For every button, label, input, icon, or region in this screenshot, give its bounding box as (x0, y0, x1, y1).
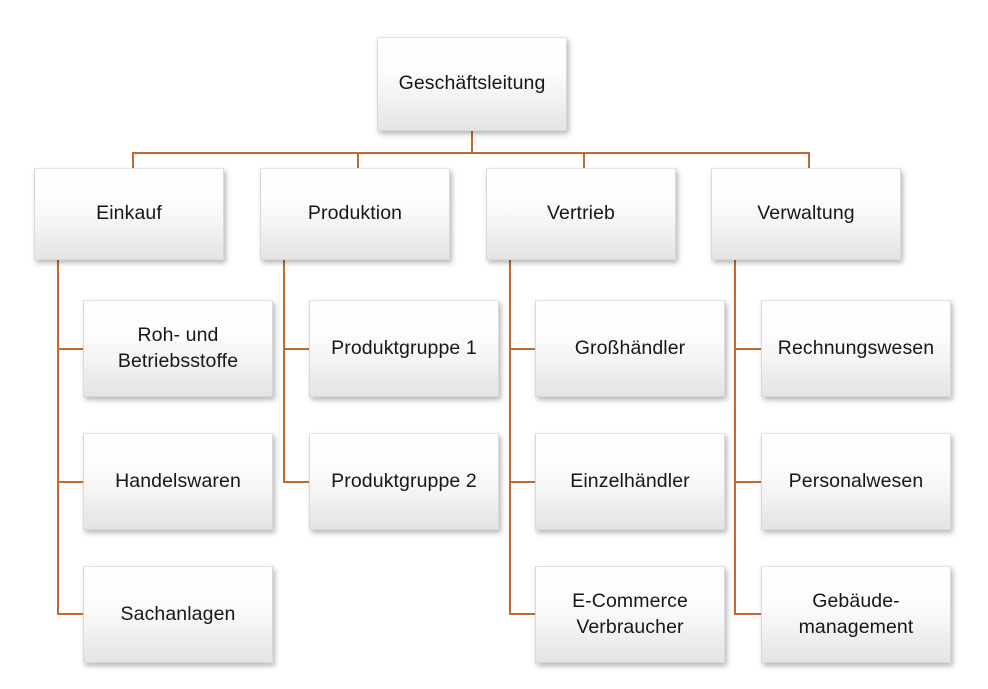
node-produktgruppe-2[interactable]: Produktgruppe 2 (309, 433, 499, 530)
connector-stub-verwaltung-2 (734, 481, 761, 483)
node-grosshaendler[interactable]: Großhändler (535, 300, 725, 397)
node-verwaltung[interactable]: Verwaltung (711, 168, 901, 260)
node-geschaeftsleitung[interactable]: Geschäftsleitung (377, 37, 567, 131)
connector-stub-verwaltung-3 (734, 613, 761, 615)
node-handelswaren[interactable]: Handelswaren (83, 433, 273, 530)
node-produktgruppe-1[interactable]: Produktgruppe 1 (309, 300, 499, 397)
connector-stub-verwaltung-1 (734, 348, 761, 350)
node-personalwesen[interactable]: Personalwesen (761, 433, 951, 530)
connector-stub-einkauf-1 (57, 348, 84, 350)
connector-drop-produktion (357, 152, 359, 169)
node-einkauf[interactable]: Einkauf (34, 168, 224, 260)
connector-root-stem (471, 131, 473, 153)
connector-trunk-produktion (283, 260, 285, 482)
connector-level2-bus (132, 152, 810, 154)
connector-drop-verwaltung (808, 152, 810, 169)
connector-stub-einkauf-3 (57, 613, 84, 615)
node-produktion[interactable]: Produktion (260, 168, 450, 260)
connector-trunk-vertrieb (509, 260, 511, 614)
connector-drop-einkauf (132, 152, 134, 169)
node-ecommerce-verbraucher[interactable]: E-Commerce Verbraucher (535, 566, 725, 663)
connector-drop-vertrieb (583, 152, 585, 169)
connector-trunk-einkauf (57, 260, 59, 614)
node-vertrieb[interactable]: Vertrieb (486, 168, 676, 260)
node-rechnungswesen[interactable]: Rechnungswesen (761, 300, 951, 397)
node-sachanlagen[interactable]: Sachanlagen (83, 566, 273, 663)
connector-stub-einkauf-2 (57, 481, 84, 483)
connector-trunk-verwaltung (734, 260, 736, 614)
connector-stub-vertrieb-3 (509, 613, 536, 615)
connector-stub-produktion-1 (283, 348, 310, 350)
connector-stub-vertrieb-2 (509, 481, 536, 483)
node-gebaeudemanagement[interactable]: Gebäude- management (761, 566, 951, 663)
connector-stub-produktion-2 (283, 481, 310, 483)
connector-stub-vertrieb-1 (509, 348, 536, 350)
node-einzelhaendler[interactable]: Einzelhändler (535, 433, 725, 530)
node-roh-und-betriebsstoffe[interactable]: Roh- und Betriebsstoffe (83, 300, 273, 397)
